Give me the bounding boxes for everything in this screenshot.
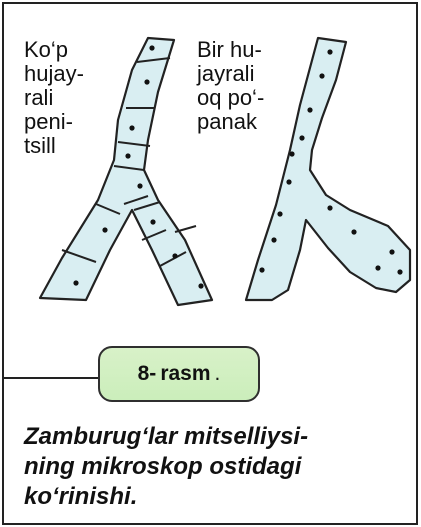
- unicellular-hypha: [246, 38, 410, 300]
- caption-line: ning mikroskop ostidagi: [24, 452, 408, 482]
- label-multicellular-penicillium: Ko‘p hujay- rali peni- tsill: [24, 38, 84, 158]
- label-right-line: jayrali: [197, 62, 264, 86]
- figure-period: .: [215, 362, 221, 386]
- caption-line: ko‘rinishi.: [24, 482, 408, 512]
- label-left-line: hujay-: [24, 62, 84, 86]
- label-left-line: peni-: [24, 110, 84, 134]
- label-left-line: tsill: [24, 134, 84, 158]
- figure-word: rasm: [160, 362, 210, 386]
- label-right-line: Bir hu-: [197, 38, 264, 62]
- caption-line: Zamburug‘lar mitselliysi-: [24, 422, 408, 452]
- label-left-line: Ko‘p: [24, 38, 84, 62]
- label-left-line: rali: [24, 86, 84, 110]
- label-unicellular-white-mold: Bir hu- jayrali oq po‘- panak: [197, 38, 264, 134]
- label-right-line: panak: [197, 110, 264, 134]
- figure-number: 8-: [138, 362, 157, 386]
- label-right-line: oq po‘-: [197, 86, 264, 110]
- connector-line: [4, 377, 100, 379]
- figure-number-badge: 8- rasm.: [98, 346, 260, 402]
- figure-caption: Zamburug‘lar mitselliysi- ning mikroskop…: [24, 422, 408, 512]
